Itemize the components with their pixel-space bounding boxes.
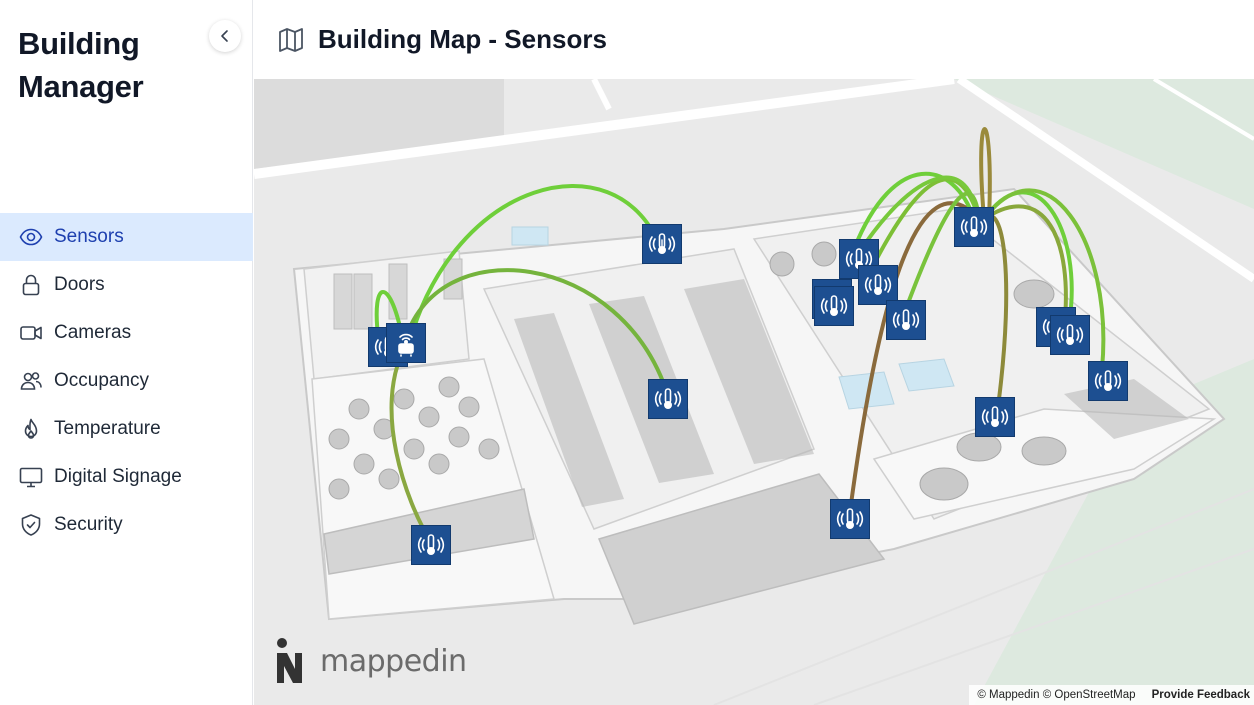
mappedin-mark-icon (277, 638, 302, 683)
thermometer-signal-icon (820, 295, 848, 316)
sidebar-item-label: Digital Signage (54, 466, 182, 487)
temperature-sensor-marker[interactable] (886, 300, 926, 340)
thermometer-signal-icon (417, 534, 445, 555)
sidebar-item-label: Occupancy (54, 370, 150, 391)
thermometer-signal-icon (892, 309, 920, 330)
page-header: Building Map - Sensors (254, 0, 1254, 79)
temperature-sensor-marker[interactable] (830, 499, 870, 539)
map-attribution: © Mappedin © OpenStreetMap Provide Feedb… (969, 685, 1254, 705)
shield-check-icon (18, 512, 44, 538)
sidebar-item-digital-signage[interactable]: Digital Signage (0, 453, 253, 501)
thermometer-signal-icon (864, 274, 892, 295)
sidebar-item-cameras[interactable]: Cameras (0, 309, 253, 357)
thermometer-signal-icon (654, 388, 682, 409)
temperature-sensor-marker[interactable] (954, 207, 994, 247)
attribution-text: © Mappedin © OpenStreetMap (977, 689, 1136, 701)
temperature-sensor-marker[interactable] (975, 397, 1015, 437)
eye-icon (18, 224, 44, 250)
temperature-sensor-marker[interactable] (411, 525, 451, 565)
wifi-router-icon (398, 333, 414, 357)
app-title-line2: Manager (18, 69, 144, 104)
mappedin-wordmark: mappedin (320, 643, 467, 679)
app-title: Building Manager (18, 22, 144, 108)
building-map[interactable]: mappedin © Mappedin © OpenStreetMap Prov… (254, 79, 1254, 705)
page-title: Building Map - Sensors (318, 24, 607, 54)
temperature-sensor-marker[interactable] (642, 224, 682, 264)
temperature-sensor-marker[interactable] (1050, 315, 1090, 355)
chevron-left-icon (221, 30, 228, 42)
map-icon (276, 25, 306, 55)
mappedin-logo: mappedin (274, 637, 467, 685)
thermometer-signal-icon (1056, 324, 1084, 345)
sidebar-item-label: Temperature (54, 418, 161, 439)
lock-icon (18, 272, 44, 298)
sidebar-nav: Sensors Doors Cameras Occupancy Temperat… (0, 213, 253, 549)
sidebar-item-sensors[interactable]: Sensors (0, 213, 253, 261)
sidebar: Building Manager Sensors Doors Cameras (0, 0, 253, 705)
sidebar-item-label: Doors (54, 274, 105, 295)
sidebar-item-temperature[interactable]: Temperature (0, 405, 253, 453)
sidebar-item-label: Security (54, 514, 123, 535)
thermometer-signal-icon (836, 508, 864, 529)
thermometer-signal-icon (981, 406, 1009, 427)
flame-icon (18, 416, 44, 442)
temperature-sensor-marker[interactable] (858, 265, 898, 305)
thermometer-signal-icon (648, 233, 676, 254)
users-icon (18, 368, 44, 394)
monitor-icon (18, 464, 44, 490)
sidebar-item-label: Cameras (54, 322, 132, 343)
temperature-sensor-marker[interactable] (648, 379, 688, 419)
floor-plan (254, 79, 1254, 705)
sidebar-item-doors[interactable]: Doors (0, 261, 253, 309)
temperature-sensor-marker[interactable] (1088, 361, 1128, 401)
thermometer-signal-icon (845, 248, 873, 269)
provide-feedback-link[interactable]: Provide Feedback (1151, 689, 1250, 701)
app-title-line1: Building (18, 26, 140, 61)
thermometer-signal-icon (960, 216, 988, 237)
video-camera-icon (18, 320, 44, 346)
collapse-sidebar-button[interactable] (209, 20, 241, 52)
sidebar-item-occupancy[interactable]: Occupancy (0, 357, 253, 405)
sidebar-item-security[interactable]: Security (0, 501, 253, 549)
sidebar-item-label: Sensors (54, 226, 124, 247)
temperature-sensor-marker[interactable] (814, 286, 854, 326)
thermometer-signal-icon (1094, 370, 1122, 391)
gateway-hub-marker[interactable] (386, 323, 426, 363)
